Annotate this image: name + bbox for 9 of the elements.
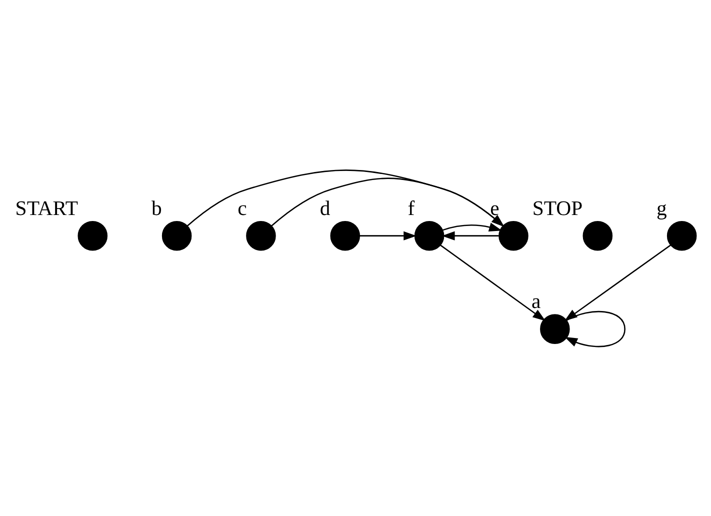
node-label: STOP [532, 197, 583, 220]
node-label: f [408, 197, 415, 220]
node-label: c [238, 197, 247, 220]
node-label: b [152, 197, 162, 220]
node-label: START [15, 197, 78, 220]
node-label: d [320, 197, 330, 220]
node-label: a [532, 290, 541, 313]
node-label: g [656, 197, 667, 220]
node-label: e [490, 197, 500, 220]
